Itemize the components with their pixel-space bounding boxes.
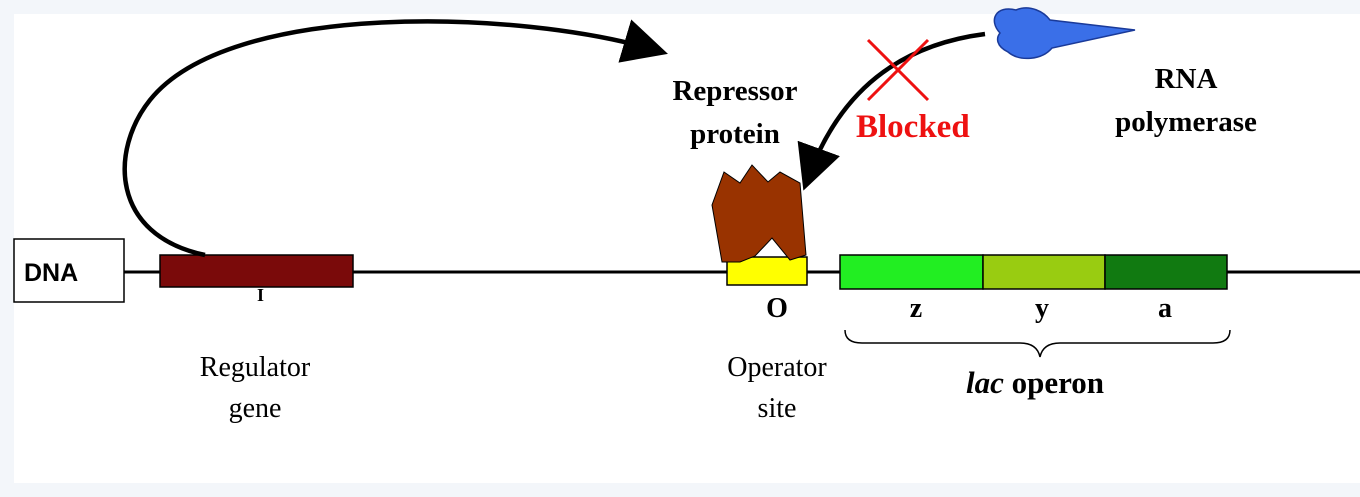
- expression-arrow: [122, 19, 668, 258]
- operator-marker: O: [766, 293, 788, 324]
- regulator-label-line1: Regulator: [200, 352, 311, 383]
- operon-brace: [844, 329, 1231, 358]
- regulator-gene: [159, 254, 354, 288]
- dna-label: DNA: [24, 259, 78, 287]
- gene-y-label: y: [1035, 293, 1049, 324]
- gene-z-label: z: [910, 293, 922, 324]
- gene-a-label: a: [1158, 293, 1172, 324]
- repressor-label-line1: Repressor: [672, 75, 797, 107]
- gene-a: [1104, 254, 1228, 290]
- dna-label-box: [13, 238, 125, 303]
- repressor-protein: [711, 164, 807, 263]
- diagram-panel: [14, 14, 1360, 483]
- operator-label-line2: site: [758, 393, 797, 424]
- regulator-marker: I: [257, 285, 264, 305]
- rna-polymerase: [993, 7, 1136, 60]
- operon-label: lac operon: [966, 365, 1104, 400]
- repressor-label-line2: protein: [690, 118, 780, 150]
- regulator-label-line2: gene: [229, 393, 282, 424]
- rna-polymerase-label-line1: RNA: [1155, 63, 1218, 95]
- gene-z: [839, 254, 984, 290]
- rna-polymerase-label-line2: polymerase: [1115, 106, 1257, 138]
- gene-y: [982, 254, 1106, 290]
- blocked-label: Blocked: [856, 109, 970, 145]
- blocked-arrow: [797, 31, 986, 191]
- operator-label-line1: Operator: [727, 352, 827, 383]
- blocked-x-line2: [866, 38, 930, 102]
